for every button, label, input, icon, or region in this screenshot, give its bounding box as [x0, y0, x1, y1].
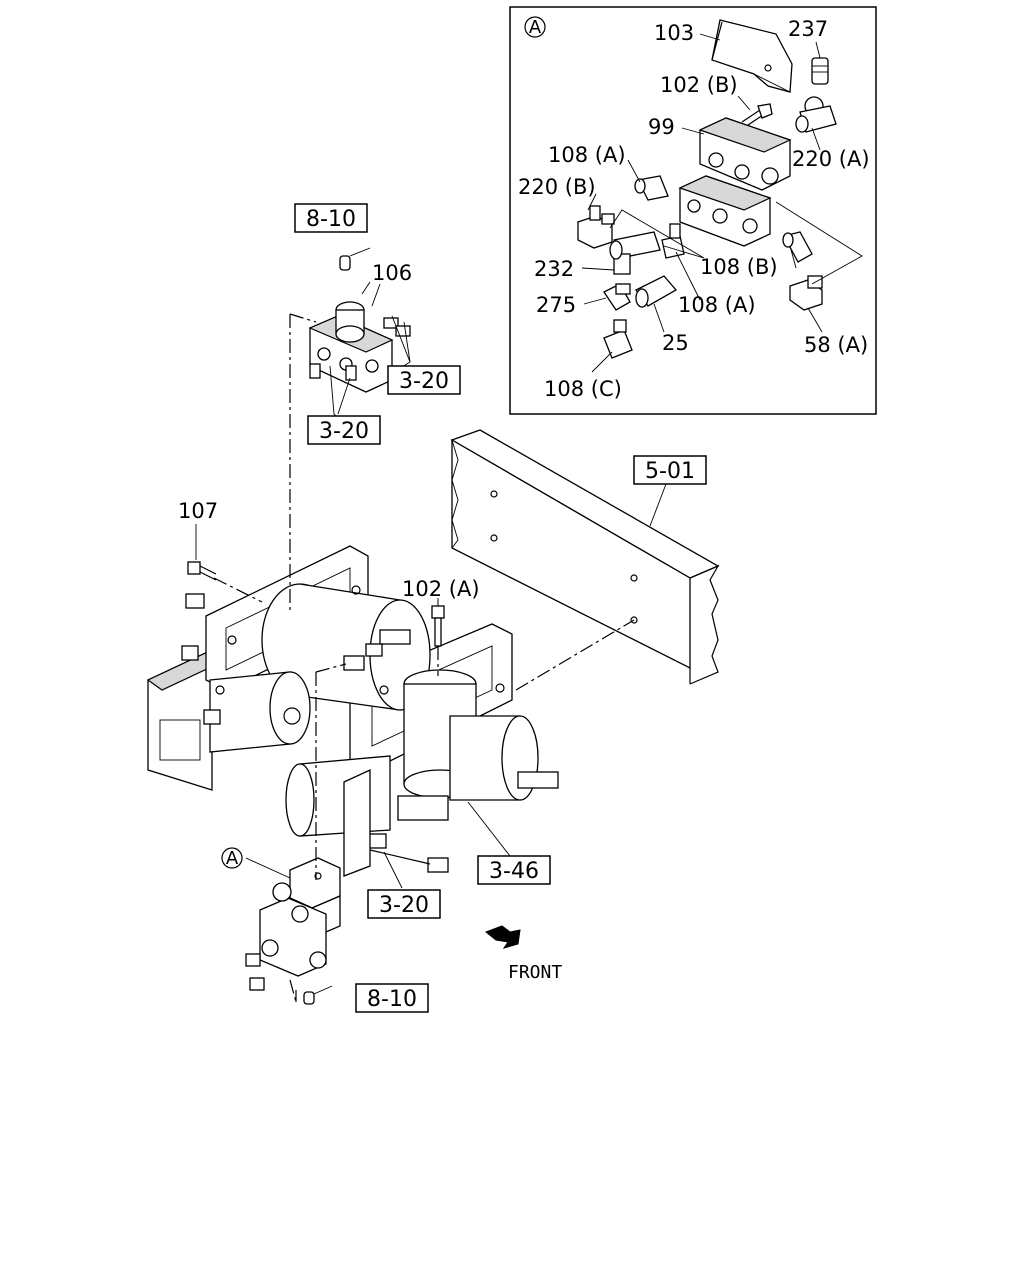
label-108b: 108 (B)	[700, 255, 778, 279]
bolt-102a	[431, 600, 445, 647]
tank-assembly	[146, 545, 559, 877]
valve-body-lower	[678, 175, 772, 247]
label-237: 237	[788, 17, 828, 41]
front-arrow-icon	[485, 925, 521, 949]
elbow-108a-upper	[634, 175, 669, 201]
fitting-58a	[789, 275, 823, 311]
ref-box-346[interactable]: 3-46	[477, 855, 551, 885]
elbow-108b	[782, 231, 813, 263]
bolt-107	[187, 524, 217, 581]
front-label: FRONT	[508, 962, 562, 983]
label-275: 275	[536, 293, 576, 317]
label-220a: 220 (A)	[792, 147, 870, 171]
fitting-108c	[603, 319, 633, 359]
label-106: 106	[372, 261, 412, 285]
label-25: 25	[662, 331, 689, 355]
ref-box-320-a[interactable]: 3-20	[387, 365, 461, 395]
label-108c: 108 (C)	[544, 377, 622, 401]
ref-346: 3-46	[489, 859, 539, 884]
ref-501: 5-01	[645, 459, 695, 484]
front-indicator: FRONT	[485, 925, 562, 983]
detail-leaders	[581, 33, 863, 373]
ref-box-320-b[interactable]: 3-20	[307, 415, 381, 445]
ref-320-c: 3-20	[379, 893, 429, 918]
ref-320-b: 3-20	[319, 419, 369, 444]
label-58a: 58 (A)	[804, 333, 868, 357]
ref-810-top: 8-10	[306, 207, 356, 232]
bracket-103	[711, 19, 793, 93]
plug-237	[811, 57, 829, 85]
elbow-108a-middle	[661, 223, 685, 259]
detail-a-marker: A	[529, 17, 542, 38]
label-103: 103	[654, 21, 694, 45]
label-107: 107	[178, 499, 218, 523]
frame-rail	[450, 429, 720, 685]
ref-box-810-bottom[interactable]: 8-10	[355, 983, 429, 1013]
valve-assembly-a	[245, 857, 341, 991]
ref-box-810-top[interactable]: 8-10	[294, 203, 368, 233]
label-108a-upper: 108 (A)	[548, 143, 626, 167]
tee-220a	[795, 96, 837, 133]
fitting-275	[603, 283, 631, 311]
valve-body-99	[698, 117, 792, 191]
ref-320-a: 3-20	[399, 369, 449, 394]
marker-a: A	[226, 848, 239, 869]
detail-a-panel: A	[509, 6, 877, 415]
ref-box-501[interactable]: 5-01	[633, 455, 707, 485]
bolt-102b	[741, 103, 773, 128]
clip-bottom	[303, 985, 333, 1005]
label-102b: 102 (B)	[660, 73, 738, 97]
fitting-220b	[577, 205, 615, 249]
label-232: 232	[534, 257, 574, 281]
label-102a: 102 (A)	[402, 577, 480, 601]
label-108a-middle: 108 (A)	[678, 293, 756, 317]
label-220b: 220 (B)	[518, 175, 596, 199]
fitting-232	[609, 231, 661, 275]
ref-box-320-c[interactable]: 3-20	[367, 889, 441, 919]
marker-a-circle	[221, 847, 243, 869]
ref-810-bottom: 8-10	[367, 987, 417, 1012]
detail-a-marker-circle	[524, 16, 546, 38]
clip-top	[339, 247, 371, 271]
switch-25	[635, 275, 678, 308]
alignment-lines	[213, 313, 635, 1003]
label-99: 99	[648, 115, 675, 139]
